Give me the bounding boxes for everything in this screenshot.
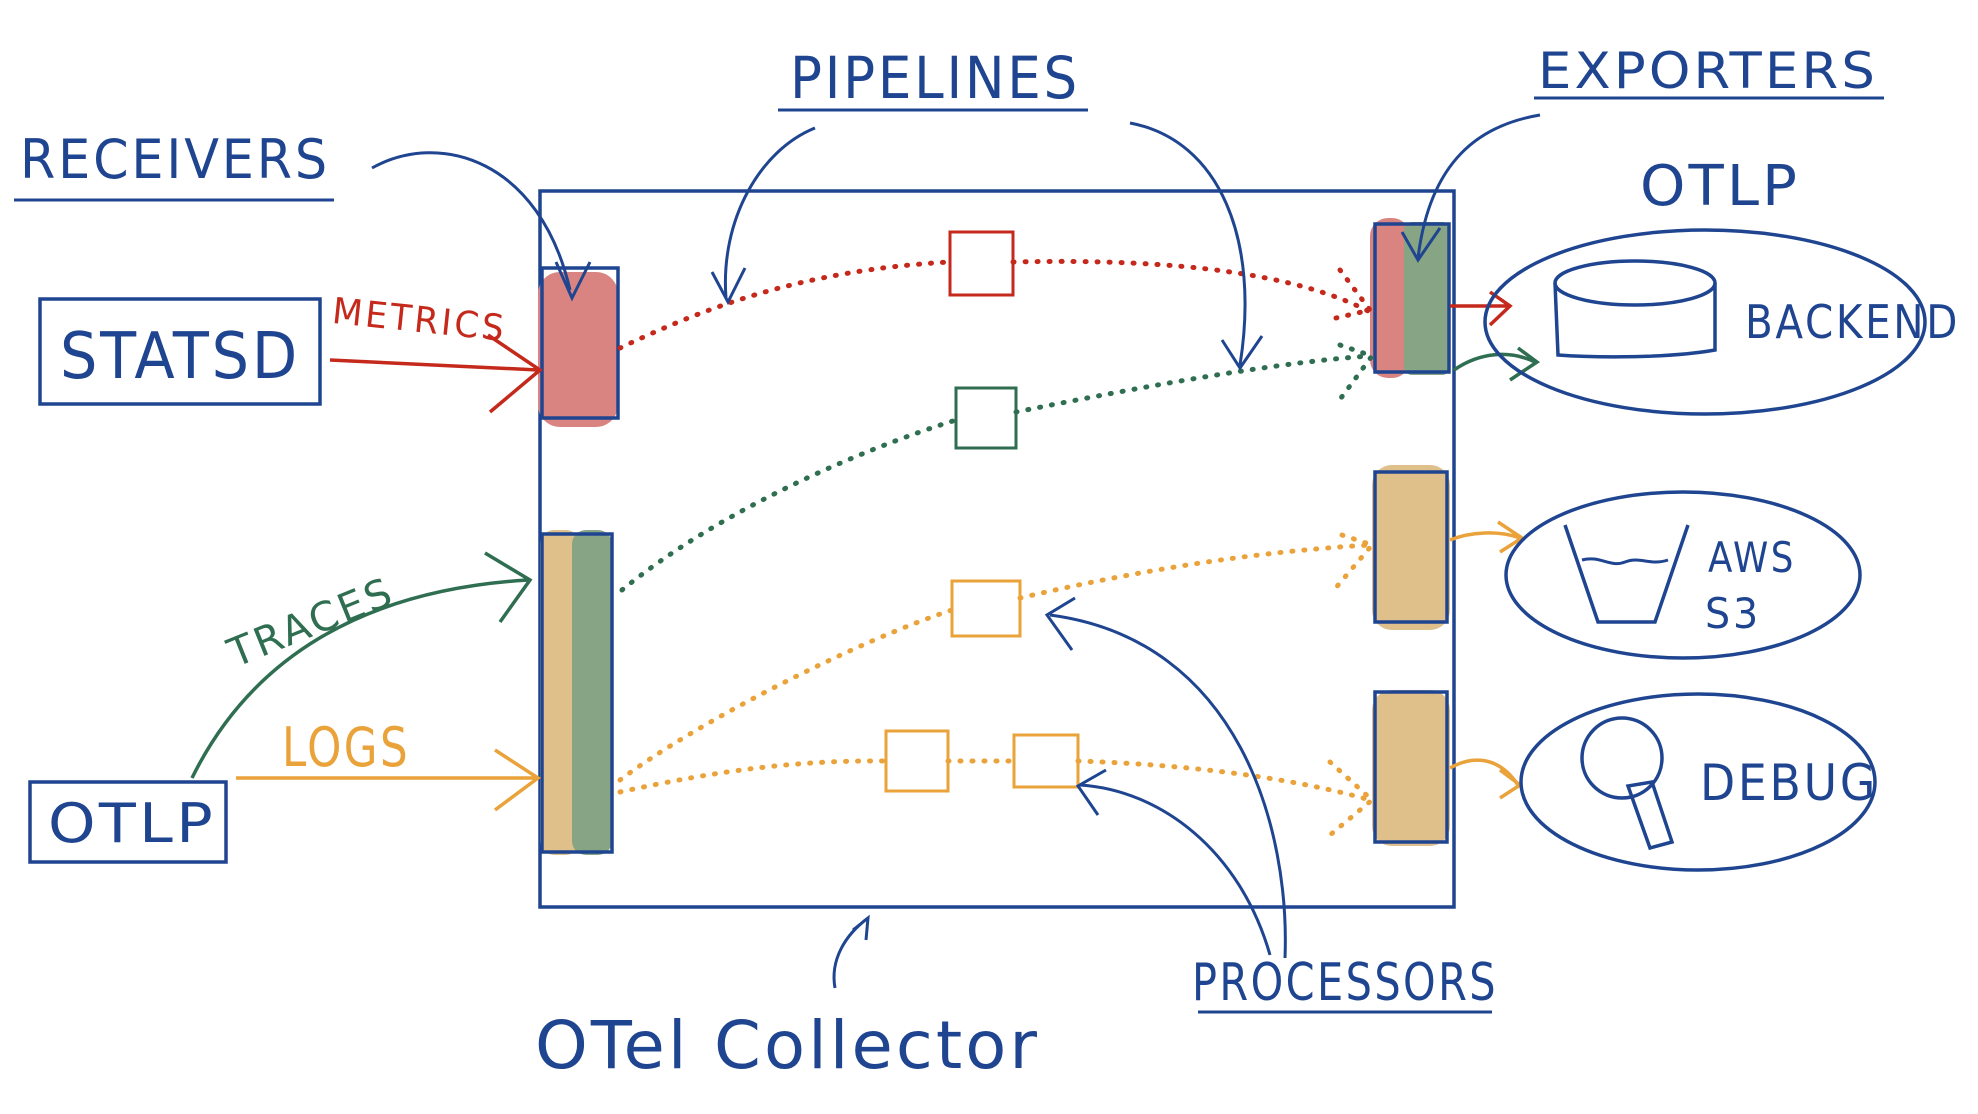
aws-s3-destination: AWS S3 [1504, 490, 1862, 660]
debug-exporter [1372, 690, 1450, 846]
statsd-label: STATSD [60, 320, 300, 394]
processors-callout-2 [1075, 768, 1272, 956]
otlp-red-arrow [1450, 290, 1513, 327]
otlp-exporter [1370, 218, 1451, 378]
pipelines-title: PIPELINES [778, 44, 1088, 112]
collector-arrow [832, 914, 870, 989]
aws-s3-exporter [1372, 465, 1450, 630]
debug-label: DEBUG [1700, 754, 1878, 812]
logs-processor-2 [1012, 733, 1080, 789]
debug-arrow [1449, 758, 1524, 800]
traces-pipeline [619, 342, 1377, 593]
pipelines-callout-left [710, 126, 816, 306]
logs-processor-1 [884, 729, 950, 793]
otlp-receiver [540, 530, 614, 855]
pipelines-callout-right [1129, 121, 1264, 371]
bucket-icon [1563, 524, 1690, 624]
otlp-source-box [28, 780, 228, 864]
receivers-title: RECEIVERS [14, 128, 334, 202]
otlp-top-label: OTLP [1640, 154, 1800, 219]
aws-processor [950, 579, 1022, 638]
metrics-label: METRICS [330, 291, 508, 350]
traces-label: TRACES [221, 569, 401, 678]
otlp-source: OTLP [28, 780, 228, 864]
exporters-title: EXPORTERS [1534, 42, 1884, 100]
pipelines-label: PIPELINES [790, 44, 1080, 112]
statsd-box [38, 297, 322, 406]
magnifier-icon [1580, 716, 1675, 851]
traces-processor [954, 386, 1018, 450]
receivers-label: RECEIVERS [20, 128, 330, 191]
backend-destination: OTLP BACKEND [1483, 154, 1960, 416]
s3-label: S3 [1705, 589, 1761, 638]
logs-arrow: LOGS [236, 716, 542, 812]
collector-label: OTel Collector [535, 1007, 1040, 1084]
aws-ellipse [1504, 490, 1862, 660]
aws-pipeline [617, 532, 1377, 783]
processors-label: PROCESSORS [1192, 953, 1498, 1013]
backend-ellipse [1483, 228, 1927, 416]
database-icon [1553, 259, 1717, 359]
metrics-arrow: METRICS [329, 291, 543, 414]
otlp-source-label: OTLP [48, 792, 216, 855]
backend-label: BACKEND [1745, 295, 1960, 349]
logs-pipeline [617, 758, 1376, 838]
debug-ellipse [1519, 692, 1877, 872]
metrics-pipeline [617, 258, 1375, 351]
processors-callout-1 [1044, 596, 1287, 959]
metrics-processor [948, 230, 1015, 297]
exporters-label: EXPORTERS [1538, 42, 1878, 100]
receivers-callout [371, 151, 592, 302]
metrics-receiver [538, 266, 620, 427]
debug-destination: DEBUG [1519, 692, 1878, 872]
statsd-source: STATSD [38, 297, 322, 406]
aws-arrow [1449, 520, 1526, 554]
exporters-callout [1400, 113, 1541, 263]
processors-title: PROCESSORS [1192, 953, 1498, 1014]
otlp-green-arrow [1453, 346, 1541, 382]
aws-label: AWS [1708, 533, 1796, 582]
logs-label: LOGS [282, 716, 410, 779]
